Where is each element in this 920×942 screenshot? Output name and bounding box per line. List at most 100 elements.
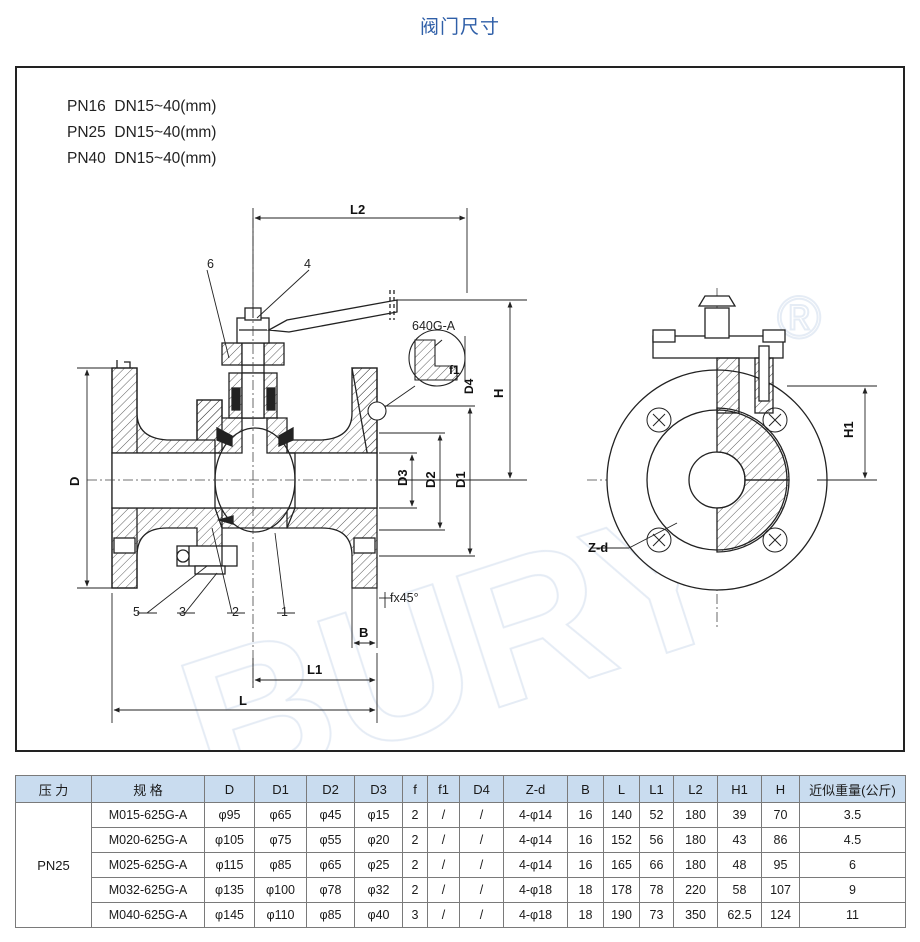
table-header-row: 压 力 规 格 D D1 D2 D3 f f1 D4 Z-d B L L1 L2… [15, 775, 906, 803]
table-cell: 3.5 [799, 802, 906, 828]
table-cell: / [459, 902, 504, 928]
table-cell: 4-φ14 [503, 802, 568, 828]
part-2: 2 [232, 605, 239, 619]
table-cell: 4-φ14 [503, 852, 568, 878]
label-h: H [491, 389, 506, 398]
col-header: f1 [427, 775, 460, 803]
table-cell: 11 [799, 902, 906, 928]
table-cell: / [459, 802, 504, 828]
table-cell: φ105 [204, 827, 255, 853]
label-f1: f1 [449, 363, 460, 377]
col-header: D2 [306, 775, 355, 803]
model-cell: M040-625G-A [91, 902, 205, 928]
col-header: D1 [254, 775, 307, 803]
pn25-line: PN25 DN15~40(mm) [67, 124, 217, 141]
model-cell: M020-625G-A [91, 827, 205, 853]
table-cell: 18 [567, 902, 604, 928]
table-cell: φ65 [306, 852, 355, 878]
part-6: 6 [207, 257, 214, 271]
col-header: 近似重量(公斤) [799, 775, 906, 803]
dimension-table: 压 力 规 格 D D1 D2 D3 f f1 D4 Z-d B L L1 L2… [15, 775, 906, 928]
table-cell: 39 [717, 802, 762, 828]
table-cell: 2 [402, 877, 428, 903]
part-1: 1 [281, 605, 288, 619]
table-cell: 48 [717, 852, 762, 878]
table-cell: φ20 [354, 827, 403, 853]
table-cell: φ40 [354, 902, 403, 928]
label-d4: D4 [462, 378, 476, 394]
part-3: 3 [179, 605, 186, 619]
table-cell: 78 [639, 877, 674, 903]
col-header: L1 [639, 775, 674, 803]
part-5: 5 [133, 605, 140, 619]
table-cell: 107 [761, 877, 800, 903]
table-cell: 152 [603, 827, 640, 853]
dimension-labels: L2 H H1 D D3 D2 D1 D4 f1 B L1 L Z-d [67, 202, 856, 708]
part-4: 4 [304, 257, 311, 271]
pressure-cell: PN25 [15, 802, 92, 928]
table-cell: 165 [603, 852, 640, 878]
table-cell: φ95 [204, 802, 255, 828]
table-cell: 62.5 [717, 902, 762, 928]
side-dimensions [592, 385, 877, 549]
col-header: D4 [459, 775, 504, 803]
table-cell: φ25 [354, 852, 403, 878]
table-cell: / [459, 852, 504, 878]
table-cell: / [427, 902, 460, 928]
table-cell: 220 [673, 877, 718, 903]
table-cell: φ145 [204, 902, 255, 928]
table-cell: φ110 [254, 902, 307, 928]
table-cell: 3 [402, 902, 428, 928]
page-title: 阀门尺寸 [419, 16, 500, 38]
col-header: L [603, 775, 640, 803]
label-model: 640G-A [412, 319, 456, 333]
table-cell: 86 [761, 827, 800, 853]
table-cell: 6 [799, 852, 906, 878]
table-cell: 178 [603, 877, 640, 903]
col-header: Z-d [503, 775, 568, 803]
table-cell: φ135 [204, 877, 255, 903]
table-cell: 9 [799, 877, 906, 903]
table-cell: φ15 [354, 802, 403, 828]
part-labels: fx45° 640G-A 6 4 5 3 2 1 [133, 257, 456, 619]
technical-drawing: PN16 DN15~40(mm) PN25 DN15~40(mm) PN40 D… [15, 66, 905, 752]
table-cell: 350 [673, 902, 718, 928]
col-header: H [761, 775, 800, 803]
label-l: L [239, 693, 247, 708]
table-cell: 2 [402, 852, 428, 878]
col-header: H1 [717, 775, 762, 803]
label-d: D [67, 477, 82, 486]
col-header: 压 力 [15, 775, 92, 803]
table-cell: 73 [639, 902, 674, 928]
label-l2: L2 [350, 202, 365, 217]
table-cell: φ65 [254, 802, 307, 828]
table-cell: φ32 [354, 877, 403, 903]
table-cell: 56 [639, 827, 674, 853]
table-cell: φ75 [254, 827, 307, 853]
table-cell: 95 [761, 852, 800, 878]
label-d2: D2 [423, 471, 438, 488]
valve-drawing-svg: BURY ® [67, 202, 877, 750]
label-b: B [359, 625, 368, 640]
model-cell: M032-625G-A [91, 877, 205, 903]
table-cell: 16 [567, 827, 604, 853]
table-cell: 70 [761, 802, 800, 828]
table-cell: φ85 [254, 852, 307, 878]
table-cell: 180 [673, 827, 718, 853]
table-cell: 190 [603, 902, 640, 928]
label-zd: Z-d [588, 540, 608, 555]
table-cell: 52 [639, 802, 674, 828]
label-d3: D3 [395, 469, 410, 486]
table-cell: 4-φ14 [503, 827, 568, 853]
label-d1: D1 [453, 471, 468, 488]
table-cell: / [427, 877, 460, 903]
col-header: L2 [673, 775, 718, 803]
pressure-ranges: PN16 DN15~40(mm) PN25 DN15~40(mm) PN40 D… [67, 94, 216, 172]
col-header: f [402, 775, 428, 803]
table-cell: 140 [603, 802, 640, 828]
table-cell: / [427, 852, 460, 878]
